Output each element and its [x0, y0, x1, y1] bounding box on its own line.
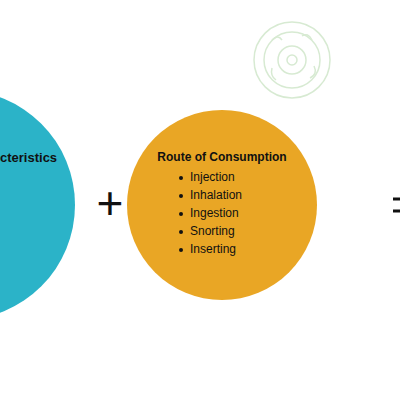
- list-item: Inhalation: [190, 188, 242, 202]
- bullet-dot: [179, 194, 183, 198]
- bullet-dot: [179, 176, 183, 180]
- concept-circle: Route of ConsumptionInjectionInhalationI…: [127, 110, 317, 300]
- bullet-dot: [179, 248, 183, 252]
- operator-sign: +: [97, 180, 124, 226]
- bullet-dot: [179, 212, 183, 216]
- list-item: Injection: [190, 170, 235, 184]
- bullet-dot: [179, 230, 183, 234]
- circle-heading: cteristics: [0, 150, 57, 165]
- list-item: Inserting: [190, 242, 236, 256]
- equals-sign: [393, 199, 400, 211]
- list-item: Snorting: [190, 224, 235, 238]
- concept-circle: cteristics: [0, 90, 75, 320]
- circle-heading: Route of Consumption: [157, 150, 286, 164]
- list-item: Ingestion: [190, 206, 239, 220]
- emblem: [254, 22, 330, 98]
